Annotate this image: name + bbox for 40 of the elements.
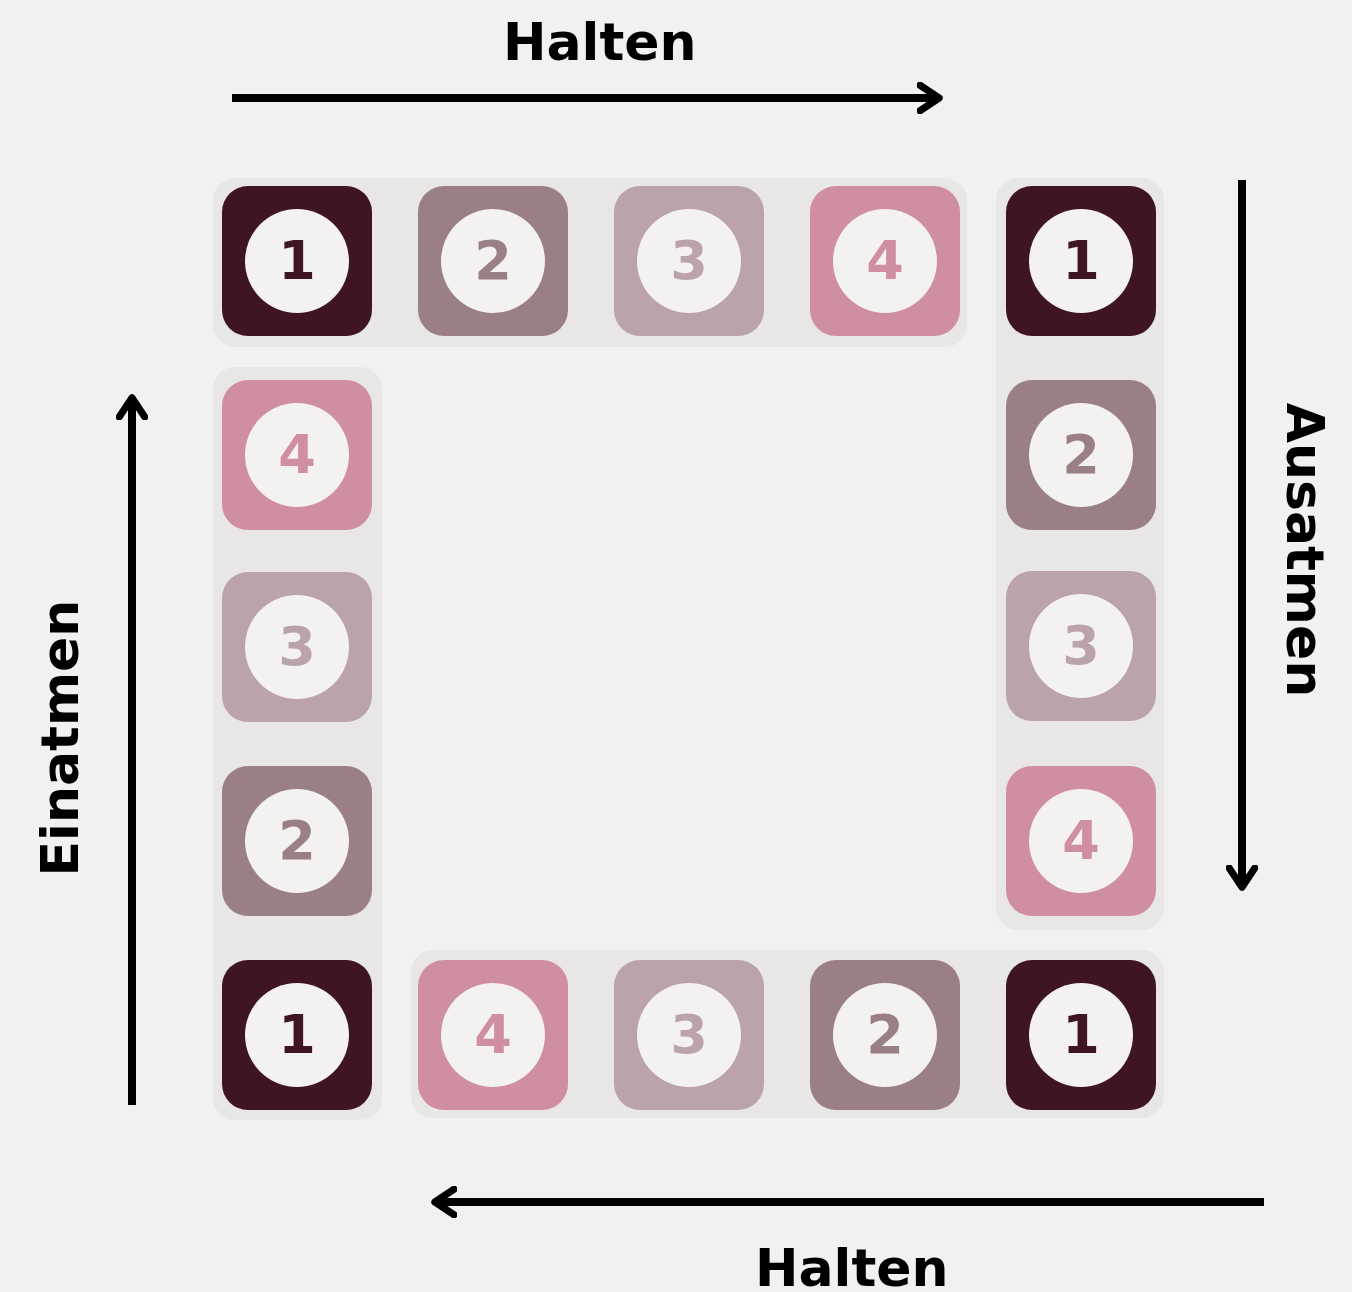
number-tile bbox=[1006, 960, 1156, 1110]
number-tile bbox=[222, 766, 372, 916]
phase-label: Ausatmen bbox=[1278, 402, 1331, 698]
number-tile bbox=[222, 380, 372, 530]
step-number: 1 bbox=[1029, 983, 1133, 1087]
step-number: 4 bbox=[245, 403, 349, 507]
step-number: 2 bbox=[833, 983, 937, 1087]
number-tile bbox=[1006, 766, 1156, 916]
number-tile bbox=[810, 186, 960, 336]
step-number: 2 bbox=[245, 789, 349, 893]
step-number: 2 bbox=[441, 209, 545, 313]
step-number: 1 bbox=[245, 983, 349, 1087]
phase-label: Einatmen bbox=[33, 599, 86, 877]
step-number: 3 bbox=[637, 209, 741, 313]
band-panel bbox=[411, 950, 1164, 1118]
step-number: 4 bbox=[1029, 789, 1133, 893]
step-number: 1 bbox=[245, 209, 349, 313]
band-panel bbox=[213, 367, 382, 1120]
number-tile bbox=[222, 960, 372, 1110]
phase-label: Halten bbox=[503, 16, 697, 68]
step-number: 2 bbox=[1029, 403, 1133, 507]
number-tile bbox=[614, 186, 764, 336]
step-number: 1 bbox=[1029, 209, 1133, 313]
number-tile bbox=[1006, 186, 1156, 336]
number-tile bbox=[418, 186, 568, 336]
step-number: 3 bbox=[245, 595, 349, 699]
band-panel bbox=[996, 178, 1164, 930]
number-tile bbox=[1006, 380, 1156, 530]
step-number: 4 bbox=[833, 209, 937, 313]
band-panel bbox=[213, 178, 967, 347]
number-tile bbox=[1006, 571, 1156, 721]
step-number: 3 bbox=[637, 983, 741, 1087]
step-number: 3 bbox=[1029, 594, 1133, 698]
number-tile bbox=[810, 960, 960, 1110]
number-tile bbox=[222, 572, 372, 722]
step-number: 4 bbox=[441, 983, 545, 1087]
phase-label: Halten bbox=[755, 1242, 949, 1292]
number-tile bbox=[222, 186, 372, 336]
number-tile bbox=[418, 960, 568, 1110]
number-tile bbox=[614, 960, 764, 1110]
